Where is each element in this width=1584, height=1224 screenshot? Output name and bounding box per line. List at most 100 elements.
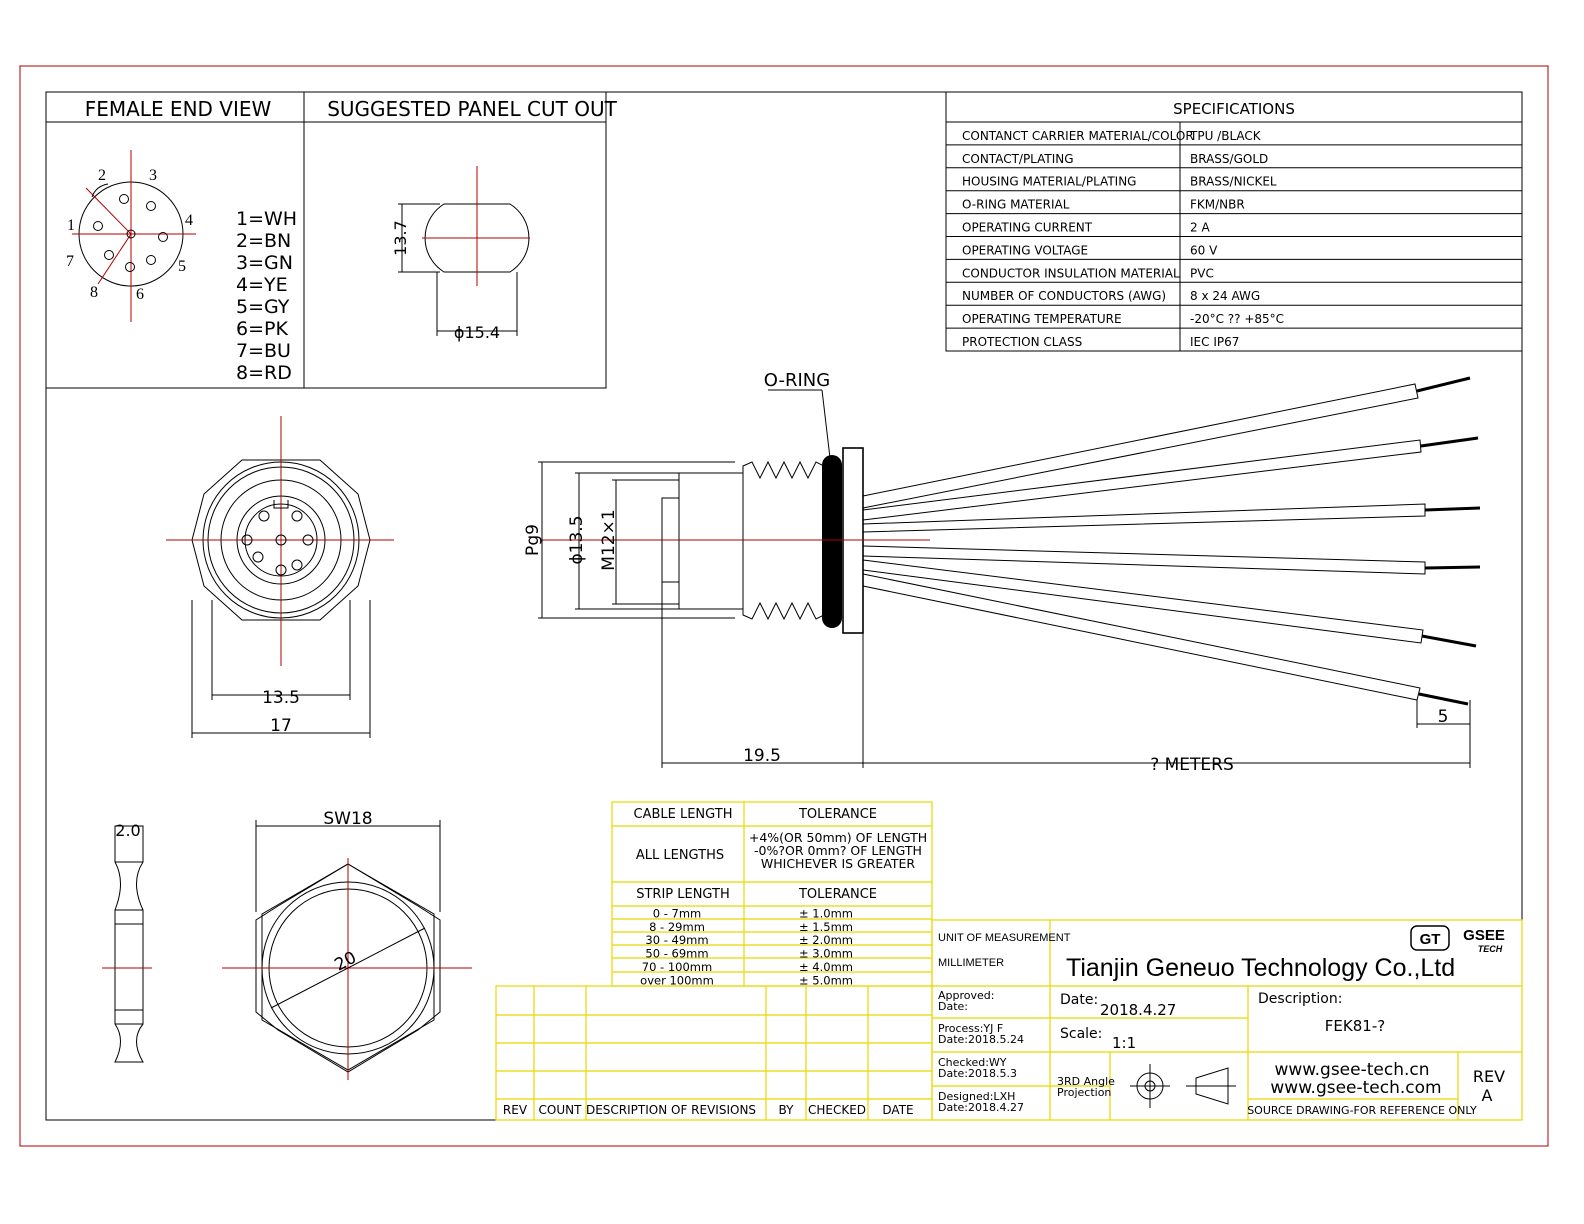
date-label: Date: (1060, 992, 1098, 1008)
pin-color-legend: 1=WH 2=BN 3=GN 4=YE 5=GY 6=PK 7=BU 8=RD (236, 208, 297, 384)
spec-value: 60 V (1190, 243, 1218, 257)
rev-header-count: COUNT (539, 1103, 583, 1117)
description-value: FEK81-? (1325, 1017, 1385, 1035)
rev-header-rev: REV (503, 1103, 528, 1117)
tol-header-tolerance-2: TOLERANCE (798, 887, 877, 902)
specifications-title: SPECIFICATIONS (1173, 100, 1295, 118)
pin-color-6: 6=PK (236, 318, 288, 340)
nut-side-view: 2.0 (102, 821, 152, 1063)
pin-label-7: 7 (66, 253, 74, 270)
logo-gt: GT (1420, 931, 1441, 948)
spec-label: OPERATING VOLTAGE (962, 243, 1088, 257)
spec-label: CONDUCTOR INSULATION MATERIAL (962, 266, 1180, 280)
sheet-border (19, 65, 1549, 1147)
cutout-dia-dim: ϕ15.4 (454, 323, 500, 342)
pin-label-8: 8 (90, 284, 98, 301)
strip-range: 0 - 7mm (653, 906, 702, 920)
tol-all-line1: +4%(OR 50mm) OF LENGTH (749, 830, 927, 845)
strip-tolerance: ± 3.0mm (799, 947, 853, 961)
date-value: 2018.4.27 (1100, 1001, 1176, 1019)
spec-value: 2 A (1190, 221, 1210, 235)
spec-label: PROTECTION CLASS (962, 335, 1082, 349)
website-com: www.gsee-tech.com (1270, 1078, 1441, 1098)
strip-range: 50 - 69mm (645, 947, 708, 961)
nut-dia-dim: 20 (331, 948, 359, 976)
projection-line1: 3RD Angle (1057, 1075, 1115, 1088)
strip-range: 30 - 49mm (645, 933, 708, 947)
spec-label: CONTANCT CARRIER MATERIAL/COLOR (962, 129, 1194, 143)
strip-tolerance: ± 1.0mm (799, 906, 853, 920)
rev-label: REV (1473, 1067, 1505, 1086)
tol-all-line2: -0%?OR 0mm? OF LENGTH (754, 843, 922, 858)
pg9-dim: Pg9 (523, 524, 543, 556)
oring-label: O-RING (764, 370, 830, 391)
spec-label: HOUSING MATERIAL/PLATING (962, 175, 1136, 189)
approved-date: Date: (938, 1000, 968, 1013)
approved-label: Approved: (938, 989, 994, 1002)
nut-front-view: 20 SW18 (222, 809, 472, 1080)
spec-label: CONTACT/PLATING (962, 152, 1074, 166)
scale-value: 1:1 (1112, 1034, 1136, 1052)
side-view: O-RING Pg9 ϕ13.5 M12×1 (523, 370, 1481, 775)
pin-label-3: 3 (149, 167, 157, 184)
cable-length-dim: ? METERS (1150, 755, 1234, 775)
source-note: SOURCE DRAWING-FOR REFERENCE ONLY (1247, 1104, 1477, 1117)
front-inner-dim: 13.5 (262, 688, 300, 708)
thread-dim: M12×1 (599, 509, 619, 570)
logo-tech: TECH (1478, 944, 1503, 954)
strip-tolerance: ± 5.0mm (799, 973, 853, 987)
rev-header-checked: CHECKED (808, 1103, 866, 1117)
website-cn: www.gsee-tech.cn (1274, 1060, 1429, 1080)
company-name: Tianjin Geneuo Technology Co.,Ltd (1066, 954, 1455, 982)
pin-color-1: 1=WH (236, 208, 297, 230)
scale-label: Scale: (1060, 1026, 1102, 1042)
rev-header-description: DESCRIPTION OF REVISIONS (586, 1103, 756, 1117)
spec-label: OPERATING TEMPERATURE (962, 312, 1122, 326)
gsee-logo: GT GSEE TECH (1410, 925, 1505, 954)
process-date: Date:2018.5.24 (938, 1033, 1024, 1046)
spec-value: TPU /BLACK (1189, 129, 1262, 143)
pin-color-7: 7=BU (236, 340, 291, 362)
tol-header-tolerance: TOLERANCE (798, 807, 877, 822)
front-outer-dim: 17 (270, 716, 292, 736)
strip-tolerance: ± 1.5mm (799, 920, 853, 934)
unit-label: UNIT OF MEASUREMENT (938, 932, 1071, 944)
strip-range: 8 - 29mm (649, 920, 705, 934)
tol-all-line3: WHICHEVER IS GREATER (761, 856, 916, 871)
panel-cutout-diagram: 13.7 ϕ15.4 (391, 166, 530, 342)
nut-sw-dim: SW18 (323, 809, 372, 829)
tolerance-table: CABLE LENGTH TOLERANCE ALL LENGTHS +4%(O… (611, 801, 933, 987)
third-angle-projection-symbol (1130, 1064, 1236, 1108)
tol-all-lengths: ALL LENGTHS (636, 848, 724, 863)
pin-label-6: 6 (136, 286, 144, 303)
body-length-dim: 19.5 (743, 746, 781, 766)
spec-value: FKM/NBR (1190, 198, 1245, 212)
pin-label-1: 1 (67, 217, 75, 234)
spec-value: PVC (1190, 266, 1214, 280)
spec-label: NUMBER OF CONDUCTORS (AWG) (962, 289, 1166, 303)
tol-header-cable: CABLE LENGTH (634, 807, 733, 822)
projection-line2: Projection (1057, 1086, 1111, 1099)
title-block: UNIT OF MEASUREMENT MILLIMETER Tianjin G… (931, 919, 1523, 1121)
strip-length-dim: 5 (1438, 707, 1449, 727)
front-view: 13.5 17 (166, 416, 394, 738)
unit-value: MILLIMETER (938, 957, 1004, 969)
spec-value: 8 x 24 AWG (1190, 289, 1260, 303)
pin-color-3: 3=GN (236, 252, 293, 274)
specifications-table: SPECIFICATIONS CONTANCT CARRIER MATERIAL… (945, 91, 1523, 352)
spec-value: IEC IP67 (1190, 335, 1239, 349)
designed-date: Date:2018.4.27 (938, 1101, 1024, 1114)
strip-tolerance: ± 4.0mm (799, 960, 853, 974)
spec-value: BRASS/GOLD (1190, 152, 1268, 166)
rev-header-date: DATE (882, 1103, 913, 1117)
spec-value: -20°C ?? +85°C (1190, 312, 1284, 326)
nut-thickness-dim: 2.0 (115, 821, 140, 840)
pin-color-4: 4=YE (236, 274, 288, 296)
rev-header-by: BY (779, 1103, 795, 1117)
female-end-view-box: FEMALE END VIEW SUGGESTED PANEL CUT OUT (45, 91, 618, 389)
pin-layout-diagram: 1 2 3 4 5 6 7 8 (66, 150, 196, 322)
spec-label: O-RING MATERIAL (962, 198, 1070, 212)
cutout-height-dim: 13.7 (391, 220, 410, 256)
strip-range: over 100mm (640, 973, 714, 987)
